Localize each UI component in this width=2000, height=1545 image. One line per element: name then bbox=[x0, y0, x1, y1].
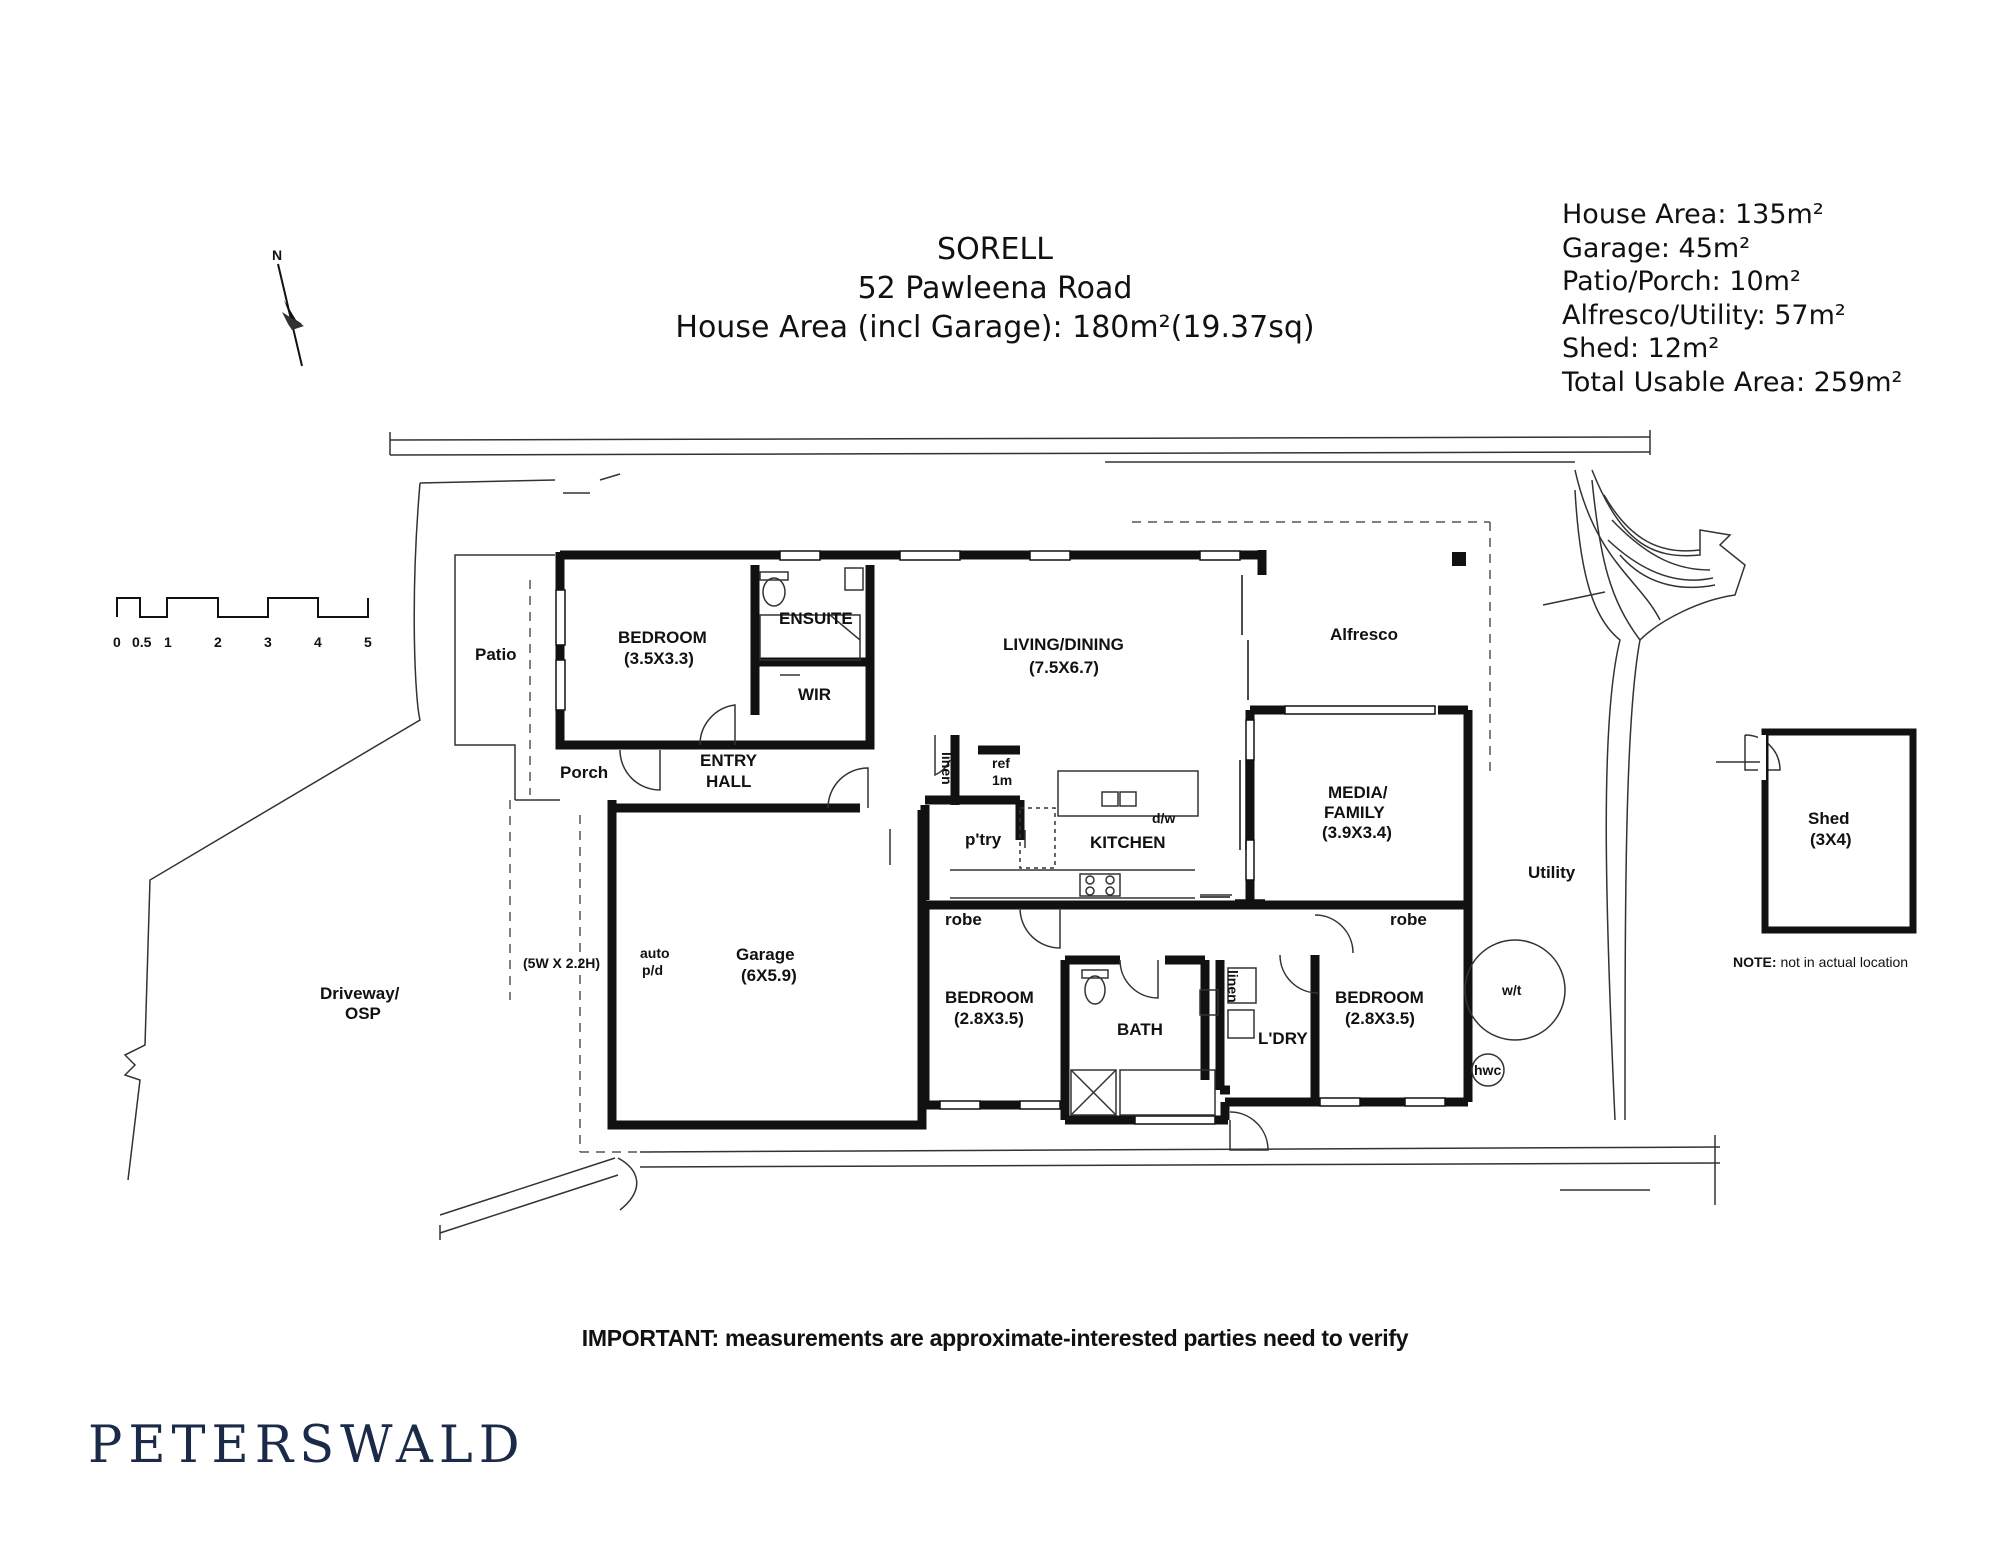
hwc-label: hwc bbox=[1474, 1062, 1501, 1078]
plan-title: SORELL bbox=[937, 232, 1053, 267]
shed-note-rest: not in actual location bbox=[1777, 954, 1909, 970]
scale-bar: 0 0.5 1 2 3 4 5 bbox=[113, 597, 372, 650]
robe2-label: robe bbox=[1390, 910, 1427, 929]
shed-label: Shed bbox=[1808, 809, 1850, 828]
scale-tick-0: 0 bbox=[113, 634, 121, 650]
kitchen-label: KITCHEN bbox=[1090, 833, 1166, 852]
area-patio-porch: Patio/Porch: 10m² bbox=[1562, 266, 1801, 297]
garage-door-size: (5W X 2.2H) bbox=[523, 955, 600, 971]
linen1-label: linen bbox=[939, 752, 955, 785]
family-label: FAMILY bbox=[1324, 803, 1385, 822]
auto-label: auto bbox=[640, 945, 670, 961]
alfresco-post bbox=[1452, 552, 1466, 566]
pd-label: p/d bbox=[642, 962, 663, 978]
shed-size: (3X4) bbox=[1810, 830, 1852, 849]
area-total: Total Usable Area: 259m² bbox=[1562, 366, 1903, 398]
driveway-label: Driveway/ bbox=[320, 984, 400, 1003]
porch-label: Porch bbox=[560, 763, 608, 782]
wir-label: WIR bbox=[798, 685, 831, 704]
disclaimer-bold: IMPORTANT: bbox=[581, 1325, 719, 1351]
scale-tick-05: 0.5 bbox=[132, 634, 152, 650]
north-label: N bbox=[272, 247, 282, 263]
bedroom3-label: BEDROOM bbox=[1335, 988, 1424, 1007]
bath-label: BATH bbox=[1117, 1020, 1163, 1039]
living-dining-label: LIVING/DINING bbox=[1003, 635, 1124, 654]
plan-title-block: SORELL 52 Pawleena Road House Area (incl… bbox=[520, 230, 1470, 347]
north-arrow-icon: N bbox=[272, 247, 304, 367]
osp-label: OSP bbox=[345, 1004, 381, 1023]
scale-tick-4: 4 bbox=[314, 634, 322, 650]
bedroom3-size: (2.8X3.5) bbox=[1345, 1009, 1415, 1028]
garage-label: Garage bbox=[736, 945, 795, 964]
area-summary: House Area: 135m² Garage: 45m² Patio/Por… bbox=[1562, 198, 1902, 399]
media-family-size: (3.9X3.4) bbox=[1322, 823, 1392, 842]
ref-label: ref bbox=[992, 755, 1010, 771]
disclaimer: IMPORTANT: measurements are approximate-… bbox=[400, 1325, 1590, 1352]
scale-tick-2: 2 bbox=[214, 634, 222, 650]
plan-house-area: House Area (incl Garage): 180m²(19.37sq) bbox=[675, 310, 1315, 345]
bedroom2-label: BEDROOM bbox=[945, 988, 1034, 1007]
kitchen-fixtures bbox=[950, 770, 1199, 899]
room-labels: Patio BEDROOM (3.5X3.3) ENSUITE WIR LIVI… bbox=[320, 609, 1908, 1078]
water-tank-icon bbox=[1464, 939, 1566, 1087]
scale-tick-3: 3 bbox=[264, 634, 272, 650]
shed-note-bold: NOTE: bbox=[1733, 954, 1777, 970]
utility-label: Utility bbox=[1528, 863, 1576, 882]
living-dining-size: (7.5X6.7) bbox=[1029, 658, 1099, 677]
robe1-label: robe bbox=[945, 910, 982, 929]
hall-label: HALL bbox=[706, 772, 751, 791]
area-alfresco-utility: Alfresco/Utility: 57m² bbox=[1562, 299, 1846, 331]
area-house: House Area: 135m² bbox=[1562, 199, 1824, 230]
entry-label: ENTRY bbox=[700, 751, 758, 770]
scale-tick-5: 5 bbox=[364, 634, 372, 650]
scale-tick-1: 1 bbox=[164, 634, 172, 650]
area-shed: Shed: 12m² bbox=[1562, 333, 1720, 364]
shed-note: NOTE: not in actual location bbox=[1733, 954, 1908, 970]
patio-outline bbox=[454, 554, 560, 801]
linen2-label: linen bbox=[1225, 970, 1241, 1003]
patio-label: Patio bbox=[475, 645, 517, 664]
site-boundary bbox=[123, 430, 1746, 1240]
alfresco-label: Alfresco bbox=[1330, 625, 1398, 644]
ref-size: 1m bbox=[992, 772, 1012, 788]
bedroom2-size: (2.8X3.5) bbox=[954, 1009, 1024, 1028]
ensuite-label: ENSUITE bbox=[779, 609, 853, 628]
disclaimer-text: measurements are approximate-interested … bbox=[718, 1325, 1409, 1351]
dashed-outlines bbox=[509, 521, 1491, 1153]
sliding-doors bbox=[1200, 575, 1265, 901]
area-garage: Garage: 45m² bbox=[1562, 232, 1751, 264]
shed bbox=[1716, 728, 1917, 934]
laundry-label: L'DRY bbox=[1258, 1029, 1308, 1048]
bathroom-fixtures bbox=[759, 567, 1257, 1116]
arrows bbox=[563, 492, 1650, 1191]
plan-address: 52 Pawleena Road bbox=[857, 271, 1133, 306]
bedroom1-size: (3.5X3.3) bbox=[624, 649, 694, 668]
water-tank-label: w/t bbox=[1501, 982, 1522, 998]
door-swings bbox=[619, 704, 1781, 1151]
brand-logo: PETERSWALD bbox=[88, 1416, 526, 1475]
dishwasher-label: d/w bbox=[1152, 810, 1175, 826]
garage-size: (6X5.9) bbox=[741, 966, 797, 985]
pantry-label: p'try bbox=[965, 830, 1002, 849]
media-label: MEDIA/ bbox=[1328, 783, 1388, 802]
windows bbox=[555, 550, 1446, 1125]
bedroom1-label: BEDROOM bbox=[618, 628, 707, 647]
